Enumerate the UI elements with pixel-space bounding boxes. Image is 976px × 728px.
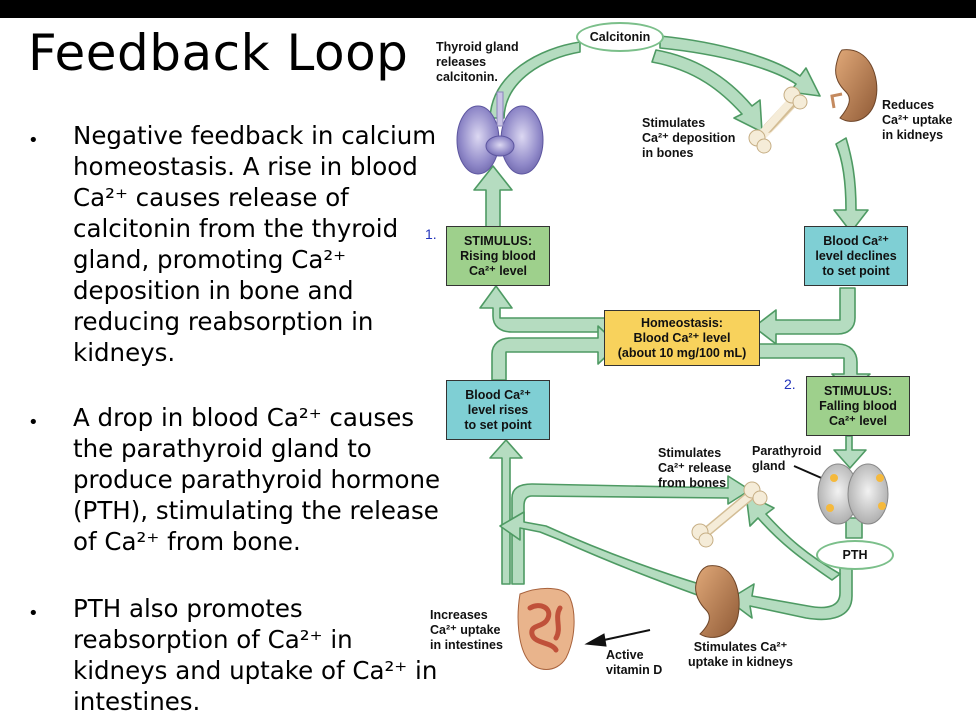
bullet-dot: • [28,412,39,433]
parathyroid-gland-label: Parathyroid gland [752,444,822,473]
thyroid-gland-illustration [456,91,544,175]
stimulates-kidney-uptake-label: Stimulates Ca²⁺ uptake in kidneys [688,640,793,669]
step-number-2: 2. [784,376,796,392]
homeostasis-box: Homeostasis: Blood Ca²⁺ level (about 10 … [604,310,760,366]
intestine-illustration [517,588,575,670]
stimulus-falling-box: STIMULUS: Falling blood Ca²⁺ level [806,376,910,436]
stimulates-deposition-label: Stimulates Ca²⁺ deposition in bones [642,116,736,160]
reduces-uptake-label: Reduces Ca²⁺ uptake in kidneys [882,98,953,142]
step-number-1: 1. [425,226,437,242]
thyroid-release-label: Thyroid gland releases calcitonin. [436,40,519,84]
slide-title: Feedback Loop [28,24,409,82]
calcitonin-oval: Calcitonin [576,22,664,52]
bullet-text-3: PTH also promotes reabsorption of Ca²⁺ i… [73,594,438,716]
bullet-dot: • [28,130,39,151]
bone-illustration-upper [748,86,808,154]
stimulus-rising-box: STIMULUS: Rising blood Ca²⁺ level [446,226,550,286]
pth-oval: PTH [816,540,894,570]
level-declines-box: Blood Ca²⁺ level declines to set point [804,226,908,286]
stimulates-release-label: Stimulates Ca²⁺ release from bones [658,446,732,490]
bullet-text-1: Negative feedback in calcium homeostasis… [73,121,437,367]
parathyroid-gland-illustration [817,463,889,525]
level-rises-box: Blood Ca²⁺ level rises to set point [446,380,550,440]
increases-uptake-label: Increases Ca²⁺ uptake in intestines [430,608,503,652]
active-vitamin-d-label: Active vitamin D [606,648,663,677]
bullet-text-2: A drop in blood Ca²⁺ causes the parathyr… [73,403,441,556]
kidney-illustration-upper [830,49,878,122]
bullet-dot: • [28,603,39,624]
vitamin-d-arrow [584,629,651,647]
kidney-illustration-lower [695,565,740,638]
slide: Feedback Loop • Negative feedback in cal… [0,18,976,728]
bone-illustration-lower [691,481,768,548]
